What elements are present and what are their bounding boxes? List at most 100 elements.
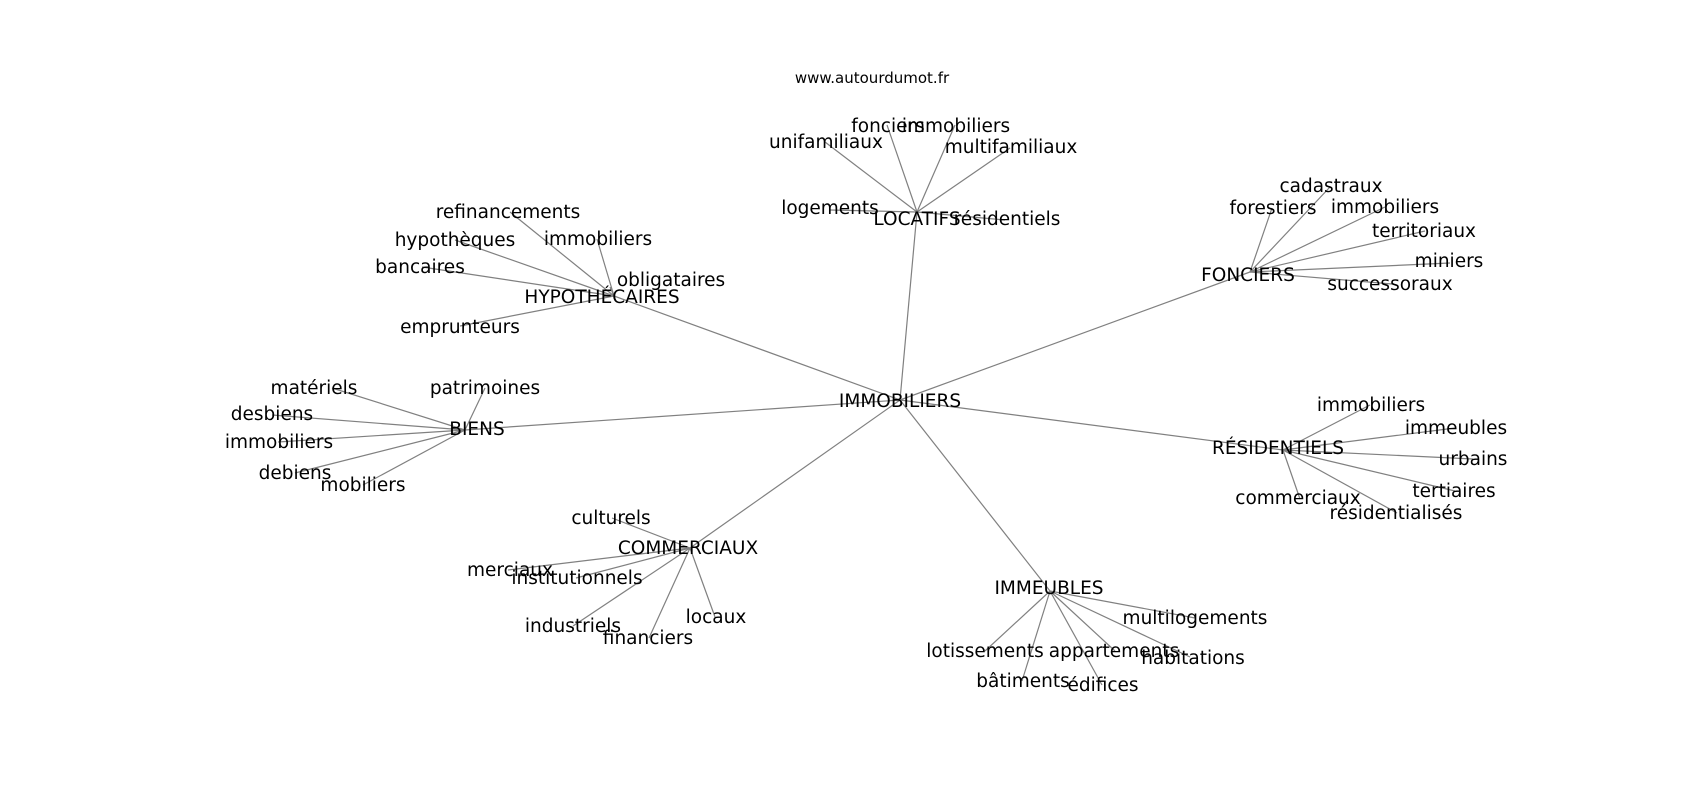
- leaf-label-locatifs-multifamiliaux: multifamiliaux: [945, 137, 1078, 158]
- edge-hypothecaires-hypotheques: [454, 239, 615, 297]
- edge-commerciaux-institutionnels: [575, 547, 691, 579]
- edge-locatifs-fonciers: [886, 124, 918, 213]
- cluster-label-immeubles: IMMEUBLES: [994, 578, 1103, 599]
- leaf-label-fonciers-miniers: miniers: [1415, 251, 1484, 272]
- center-label: IMMOBILIERS: [839, 391, 961, 412]
- leaf-label-hypothecaires-hypotheques: hypothèques: [395, 230, 516, 251]
- leaf-label-biens-patrimoines: patrimoines: [430, 378, 540, 399]
- edge-biens-immobiliers: [277, 429, 466, 443]
- edge-immeubles-appartements: [1049, 590, 1116, 652]
- edge-immeubles-lotissements: [984, 590, 1051, 652]
- edge-residentiels-tertiaires: [1282, 449, 1456, 492]
- edge-layer: [271, 124, 1474, 686]
- edge-commerciaux-financiers: [648, 547, 691, 639]
- edge-center-biens: [464, 399, 901, 431]
- cluster-label-hypothecaires: HYPOTHÉCAIRES: [524, 286, 679, 308]
- edge-fonciers-territoriaux: [1249, 230, 1426, 273]
- edge-fonciers-miniers: [1249, 262, 1451, 273]
- leaf-label-hypothecaires-emprunteurs: emprunteurs: [400, 317, 520, 338]
- edge-hypothecaires-immobiliers: [596, 238, 615, 297]
- edge-biens-materiels: [331, 387, 466, 431]
- leaf-label-residentiels-tertiaires: tertiaires: [1412, 481, 1495, 502]
- cluster-label-biens: BIENS: [449, 419, 504, 440]
- leaf-label-residentiels-immobiliers: immobiliers: [1317, 395, 1425, 416]
- edge-center-locatifs: [899, 211, 918, 401]
- cluster-label-fonciers: FONCIERS: [1201, 265, 1295, 286]
- leaf-label-immeubles-appartements: appartements: [1049, 641, 1179, 662]
- edge-immeubles-edifices: [1049, 590, 1103, 686]
- cluster-label-commerciaux: COMMERCIAUX: [618, 538, 759, 559]
- source-label: www.autourdumot.fr: [795, 69, 950, 87]
- edge-hypothecaires-bancaires: [421, 266, 615, 297]
- edge-biens-patrimoines: [464, 387, 486, 431]
- edge-residentiels-commerciaux: [1282, 449, 1301, 500]
- leaf-label-residentiels-residentialises: résidentialisés: [1330, 503, 1463, 524]
- leaf-label-commerciaux-institutionnels: institutionnels: [511, 568, 642, 589]
- leaf-label-biens-mobiliers: mobiliers: [320, 475, 405, 496]
- leaf-label-fonciers-territoriaux: territoriaux: [1372, 221, 1476, 242]
- leaf-label-hypothecaires-obligataires: obligataires: [617, 270, 725, 291]
- leaf-label-commerciaux-financiers: financiers: [603, 628, 693, 649]
- edge-locatifs-unifamiliaux: [824, 141, 918, 213]
- leaf-label-locatifs-immobiliers: immobiliers: [902, 116, 1010, 137]
- edge-immeubles-multilogements: [1049, 590, 1196, 619]
- edge-immeubles-habitations: [1049, 590, 1191, 658]
- edge-fonciers-forestiers: [1249, 207, 1273, 273]
- edge-center-commerciaux: [689, 399, 901, 549]
- cluster-label-locatifs: LOCATIFS: [873, 209, 960, 230]
- edge-locatifs-residentiels: [916, 211, 1006, 221]
- edge-locatifs-immobiliers: [916, 124, 956, 213]
- leaf-label-locatifs-residentiels: résidentiels: [954, 209, 1061, 230]
- leaf-label-fonciers-forestiers: forestiers: [1229, 198, 1316, 219]
- leaf-label-biens-immobiliers: immobiliers: [225, 432, 333, 453]
- edge-residentiels-residentialises: [1282, 449, 1398, 514]
- edge-fonciers-cadastraux: [1249, 186, 1331, 273]
- leaf-label-fonciers-cadastraux: cadastraux: [1279, 176, 1382, 197]
- edge-biens-mobiliers: [362, 429, 466, 486]
- leaf-label-residentiels-immeubles: immeubles: [1405, 418, 1507, 439]
- leaf-label-immeubles-batiments: bâtiments: [976, 671, 1070, 692]
- leaf-label-biens-debiens: debiens: [259, 463, 332, 484]
- leaf-label-hypothecaires-bancaires: bancaires: [375, 257, 465, 278]
- leaf-label-locatifs-unifamiliaux: unifamiliaux: [769, 132, 883, 153]
- edge-residentiels-urbains: [1282, 449, 1474, 460]
- leaf-label-residentiels-urbains: urbains: [1439, 449, 1508, 470]
- edge-hypothecaires-emprunteurs: [459, 295, 615, 327]
- leaf-label-biens-desbiens: desbiens: [231, 404, 313, 425]
- edge-immeubles-batiments: [1021, 590, 1051, 682]
- edge-center-residentiels: [899, 399, 1284, 451]
- leaf-label-locatifs-fonciers: fonciers: [851, 116, 925, 137]
- leaf-label-commerciaux-industriels: industriels: [525, 616, 621, 637]
- leaf-label-biens-materiels: matériels: [271, 378, 358, 399]
- edge-center-hypothecaires: [613, 295, 901, 401]
- leaf-label-commerciaux-merciaux: merciaux: [467, 560, 553, 581]
- leaf-label-immeubles-lotissements: lotissements: [926, 641, 1044, 662]
- leaf-label-immeubles-edifices: édifices: [1067, 675, 1138, 696]
- edge-biens-debiens: [294, 429, 466, 474]
- edge-commerciaux-culturels: [611, 517, 691, 549]
- edge-commerciaux-industriels: [572, 547, 691, 627]
- edge-residentiels-immobiliers: [1282, 404, 1371, 451]
- leaf-label-fonciers-successoraux: successoraux: [1327, 274, 1452, 295]
- edge-locatifs-logements: [829, 209, 918, 213]
- edge-residentiels-immeubles: [1282, 427, 1456, 451]
- leaf-label-commerciaux-culturels: culturels: [571, 508, 650, 529]
- leaf-label-locatifs-logements: logements: [781, 198, 879, 219]
- edge-commerciaux-merciaux: [507, 547, 691, 571]
- edge-hypothecaires-obligataires: [609, 286, 615, 297]
- edge-fonciers-immobiliers: [1249, 206, 1386, 273]
- leaf-label-fonciers-immobiliers: immobiliers: [1331, 197, 1439, 218]
- edge-hypothecaires-refinancements: [509, 211, 615, 297]
- leaf-label-hypothecaires-immobiliers: immobiliers: [544, 229, 652, 250]
- leaf-label-immeubles-multilogements: multilogements: [1123, 608, 1268, 629]
- edge-center-immeubles: [899, 399, 1051, 592]
- leaf-label-residentiels-commerciaux: commerciaux: [1235, 488, 1360, 509]
- leaf-label-hypothecaires-refinancements: refinancements: [436, 202, 581, 223]
- edge-commerciaux-locaux: [689, 547, 716, 618]
- leaf-label-commerciaux-locaux: locaux: [686, 607, 747, 628]
- edge-fonciers-successoraux: [1249, 271, 1393, 285]
- leaf-label-immeubles-habitations: habitations: [1141, 648, 1245, 669]
- cluster-label-residentiels: RÉSIDENTIELS: [1212, 437, 1344, 459]
